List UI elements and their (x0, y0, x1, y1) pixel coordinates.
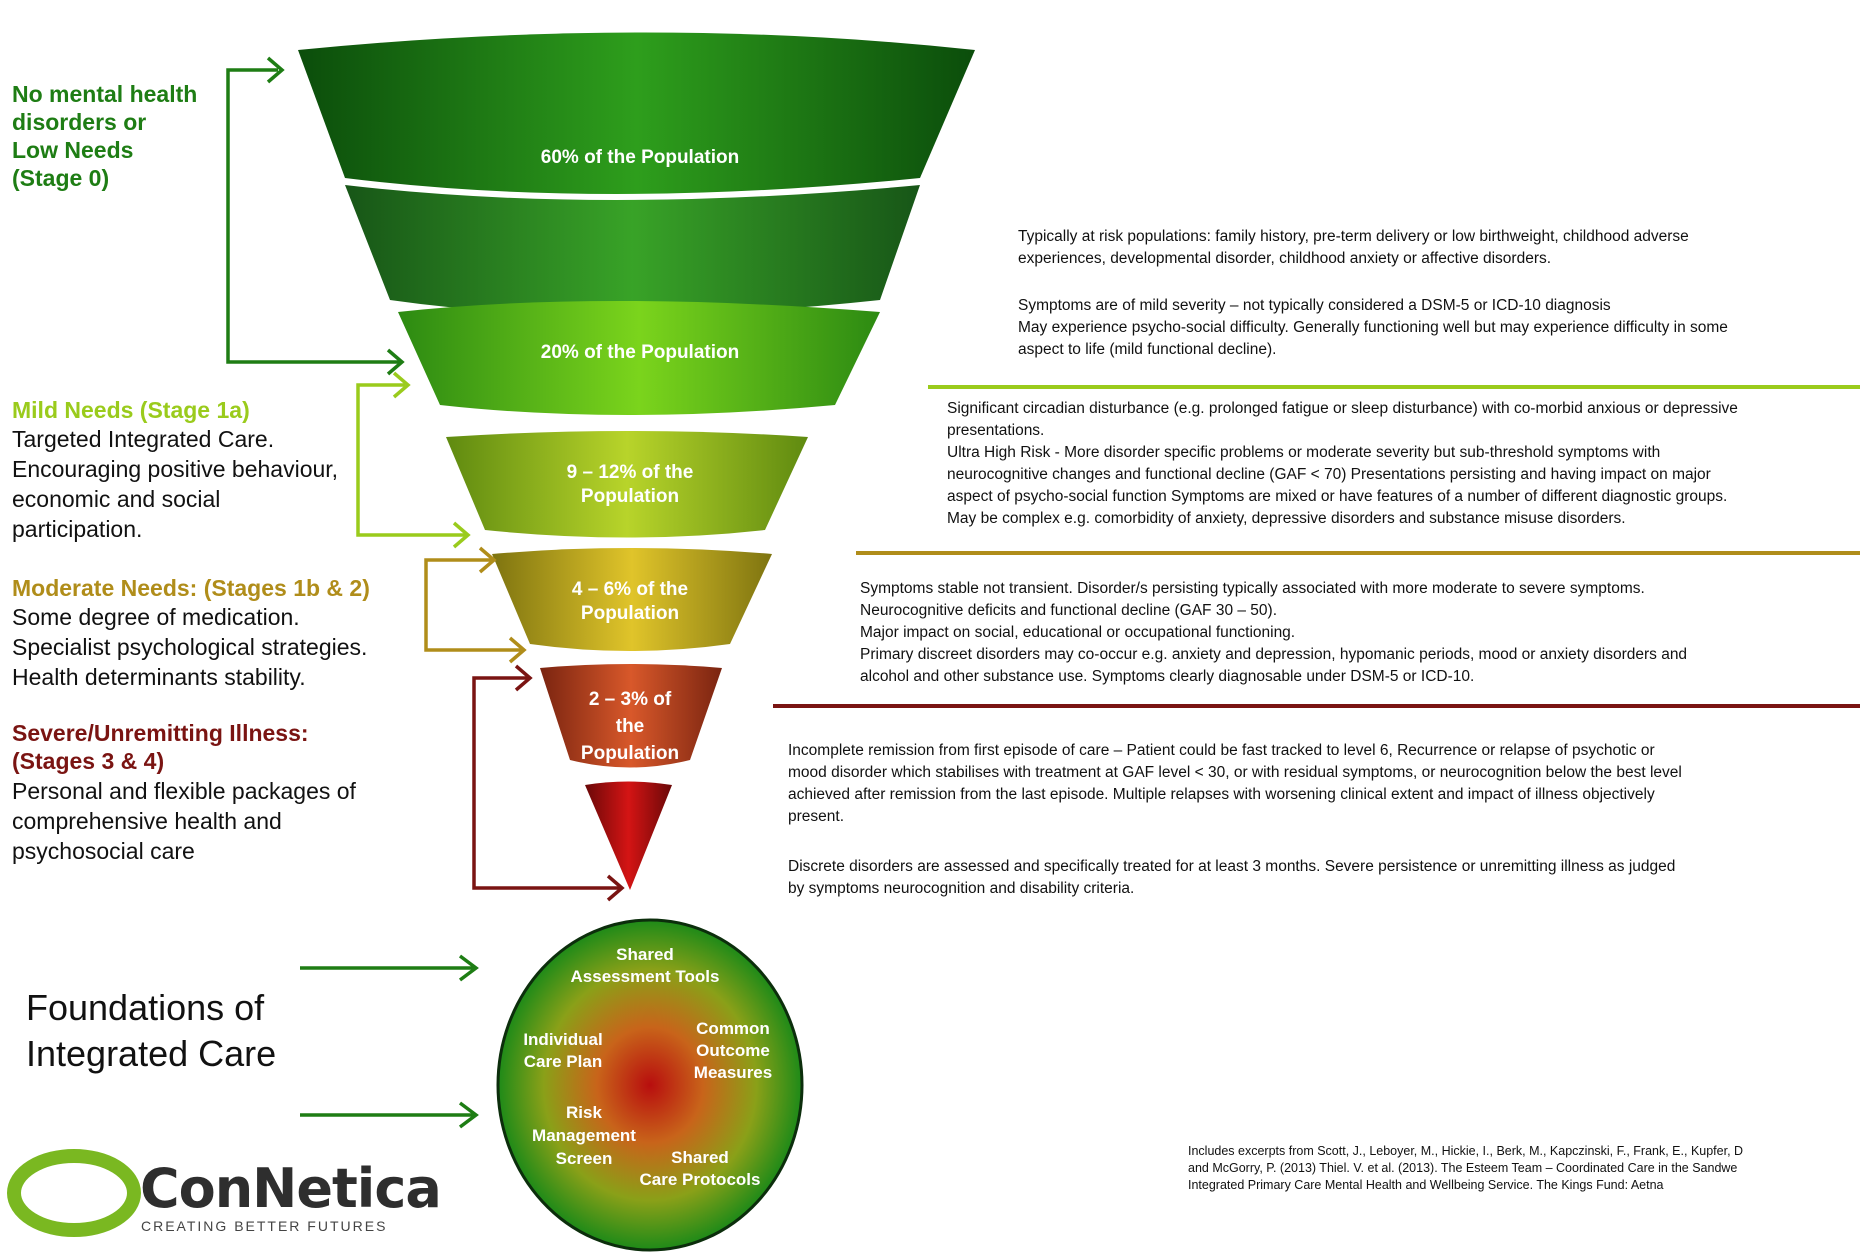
logo-tagline: CREATING BETTER FUTURES (141, 1218, 388, 1234)
funnel-tip (585, 781, 672, 890)
funnel-tier-60-lower (345, 185, 920, 315)
circle-label-shared-assessment: Shared Assessment Tools (570, 945, 720, 986)
funnel-tier-4-6 (492, 548, 772, 651)
tier-label-2-3: 2 – 3% of the Population (580, 689, 680, 764)
tier-label-9-12: 9 – 12% of the Population (566, 462, 694, 507)
funnel-tier-20 (398, 301, 880, 415)
note-moderate: Symptoms stable not transient. Disorder/… (860, 580, 1688, 685)
stage0-connector (226, 68, 400, 364)
circle-label-shared-care-protocols: Shared Care Protocols (639, 1148, 761, 1189)
stage1b2-connector (424, 558, 522, 652)
funnel-tier-60 (298, 32, 975, 194)
stage-1a-heading: Mild Needs (Stage 1a) (12, 397, 250, 423)
stage34-connector (472, 676, 620, 890)
logo-name: ConNetica (140, 1157, 442, 1220)
stage1b2-arrowhead-bottom (508, 636, 527, 664)
citation: Includes excerpts from Scott, J., Leboye… (1188, 1144, 1744, 1192)
stage-3-4-description: Personal and flexible packages of compre… (12, 778, 356, 864)
stage-connectors (226, 56, 625, 902)
foundations-title: Foundations of Integrated Care (26, 987, 277, 1074)
stage-0-heading: No mental health disorders or Low Needs … (12, 81, 198, 191)
connetica-logo-mark (7, 1149, 141, 1237)
foundations-circle (496, 918, 804, 1252)
stage1a-connector (356, 383, 466, 537)
note-unremitting: Discrete disorders are assessed and spec… (788, 858, 1676, 897)
stage34-arrowhead-bottom (606, 874, 625, 902)
separator-lines (773, 385, 1860, 708)
circle-label-common-outcome: Common Outcome Measures (693, 1019, 773, 1082)
funnel-tier-2-3 (540, 664, 722, 768)
stage0-arrowhead-bottom (386, 348, 405, 376)
circle-label-risk-management: Risk Management Screen (532, 1103, 636, 1168)
tier-label-4-6: 4 – 6% of the Population (571, 579, 689, 624)
stage1a-arrowhead-bottom (452, 521, 471, 549)
stage0-arrowhead-top (266, 56, 285, 84)
funnel-tier-9-12 (446, 431, 808, 538)
tier-label-20: 20% of the Population (540, 342, 740, 363)
note-severe: Incomplete remission from first episode … (788, 742, 1682, 825)
tier-label-60: 60% of the Population (540, 147, 740, 168)
note-mild: Symptoms are of mild severity – not typi… (1018, 297, 1728, 358)
stage-1b-2-description: Some degree of medication. Specialist ps… (12, 604, 368, 690)
funnel (298, 32, 975, 890)
note-attenuated: Significant circadian disturbance (e.g. … (947, 400, 1738, 527)
note-at-risk: Typically at risk populations: family hi… (1018, 228, 1689, 267)
circle-label-individual-care-plan: Individual Care Plan (523, 1030, 603, 1071)
foundations-arrows (300, 954, 479, 1129)
stage-1a-description: Targeted Integrated Care. Encouraging po… (12, 426, 339, 542)
stage-1b-2-heading: Moderate Needs: (Stages 1b & 2) (12, 575, 370, 601)
stage34-arrowhead-top (514, 664, 533, 692)
stage1a-arrowhead-top (392, 371, 411, 399)
stage1b2-arrowhead-top (478, 546, 497, 574)
stage-3-4-heading: Severe/Unremitting Illness: (Stages 3 & … (12, 720, 309, 774)
